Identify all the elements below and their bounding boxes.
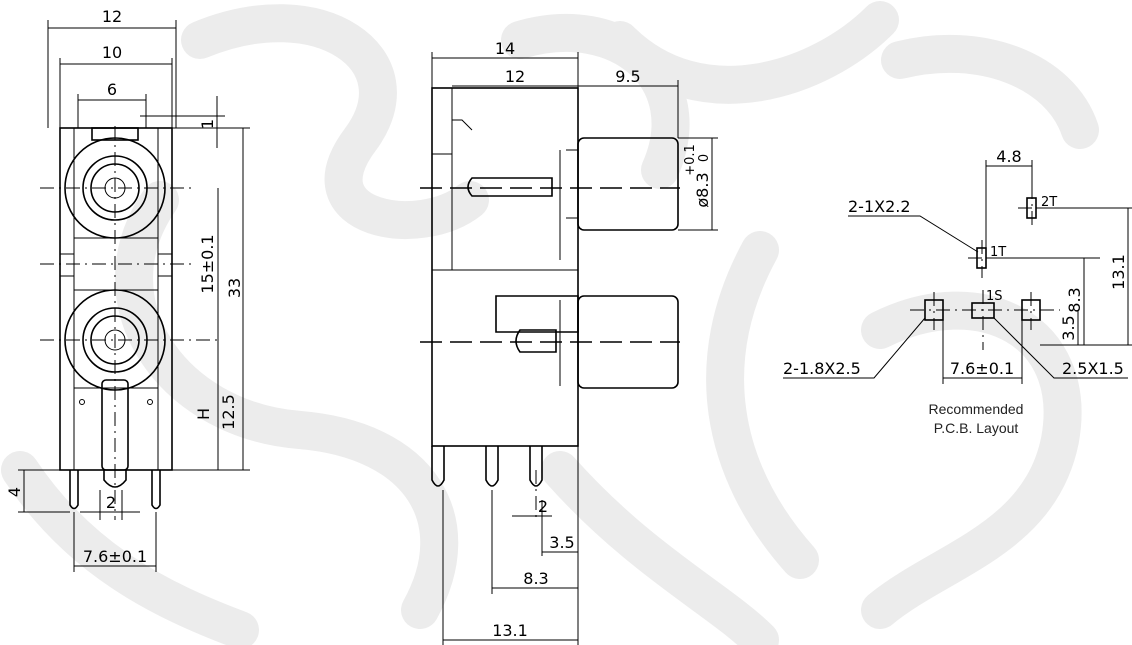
front-dim-h: H: [194, 408, 213, 420]
front-dim-2: 2: [106, 493, 116, 512]
side-dim-tol-lower: 0: [697, 154, 712, 162]
front-dim-4: 4: [5, 487, 24, 497]
pcb-caption-line1: Recommended: [929, 401, 1024, 417]
pcb-dim-8-3: 8.3: [1065, 287, 1084, 312]
side-dim-14: 14: [495, 39, 515, 58]
side-dim-8-3: 8.3: [523, 569, 548, 588]
side-dim-13-1: 13.1: [492, 621, 528, 640]
label-1t: 1T: [990, 245, 1006, 260]
front-dim-33: 33: [225, 278, 244, 298]
side-dim-12: 12: [505, 67, 525, 86]
callout-2-1x2-2: 2-1X2.2: [848, 197, 911, 216]
side-view: 14 12 9.5 ø8.3 +0.1 0 2 3.5 8.3 13.1: [420, 39, 718, 645]
front-body-outline: [59, 127, 173, 471]
front-view: 12 10 6 1 15±0.1 33 H 12.5 4: [5, 7, 250, 572]
label-2t: 2T: [1041, 195, 1057, 210]
side-dim-tol-upper: +0.1: [683, 144, 698, 176]
pcb-dim-7-6: 7.6±0.1: [950, 359, 1014, 378]
pcb-dim-4-8: 4.8: [996, 147, 1021, 166]
label-1s: 1S: [986, 289, 1003, 304]
callout-2-1-8x2-5: 2-1.8X2.5: [783, 359, 861, 378]
front-dim-12: 12: [102, 7, 122, 26]
pcb-caption-line2: P.C.B. Layout: [934, 420, 1019, 436]
front-dim-pitch: 15±0.1: [198, 234, 217, 293]
side-dim-2: 2: [538, 497, 548, 516]
front-dim-1: 1: [198, 119, 217, 129]
side-dim-diameter: ø8.3: [693, 172, 712, 207]
pcb-layout: 2T 1T 1S 4.8 13.1 8.3 3.5 7.6±0.1 2-1X2.…: [783, 147, 1132, 436]
side-dim-9-5: 9.5: [615, 67, 640, 86]
pcb-dim-3-5: 3.5: [1059, 315, 1078, 340]
pcb-dim-13-1: 13.1: [1109, 254, 1128, 290]
callout-2-5x1-5: 2.5X1.5: [1062, 359, 1124, 378]
side-body-outline: [431, 87, 579, 447]
front-dim-6: 6: [107, 80, 117, 99]
side-dim-3-5: 3.5: [549, 533, 574, 552]
watermark: [1, 1, 1099, 645]
front-dim-12-5: 12.5: [219, 394, 238, 430]
side-upper-jack: [577, 137, 679, 231]
front-dim-10: 10: [102, 43, 122, 62]
front-dim-7-6: 7.6±0.1: [83, 547, 147, 566]
